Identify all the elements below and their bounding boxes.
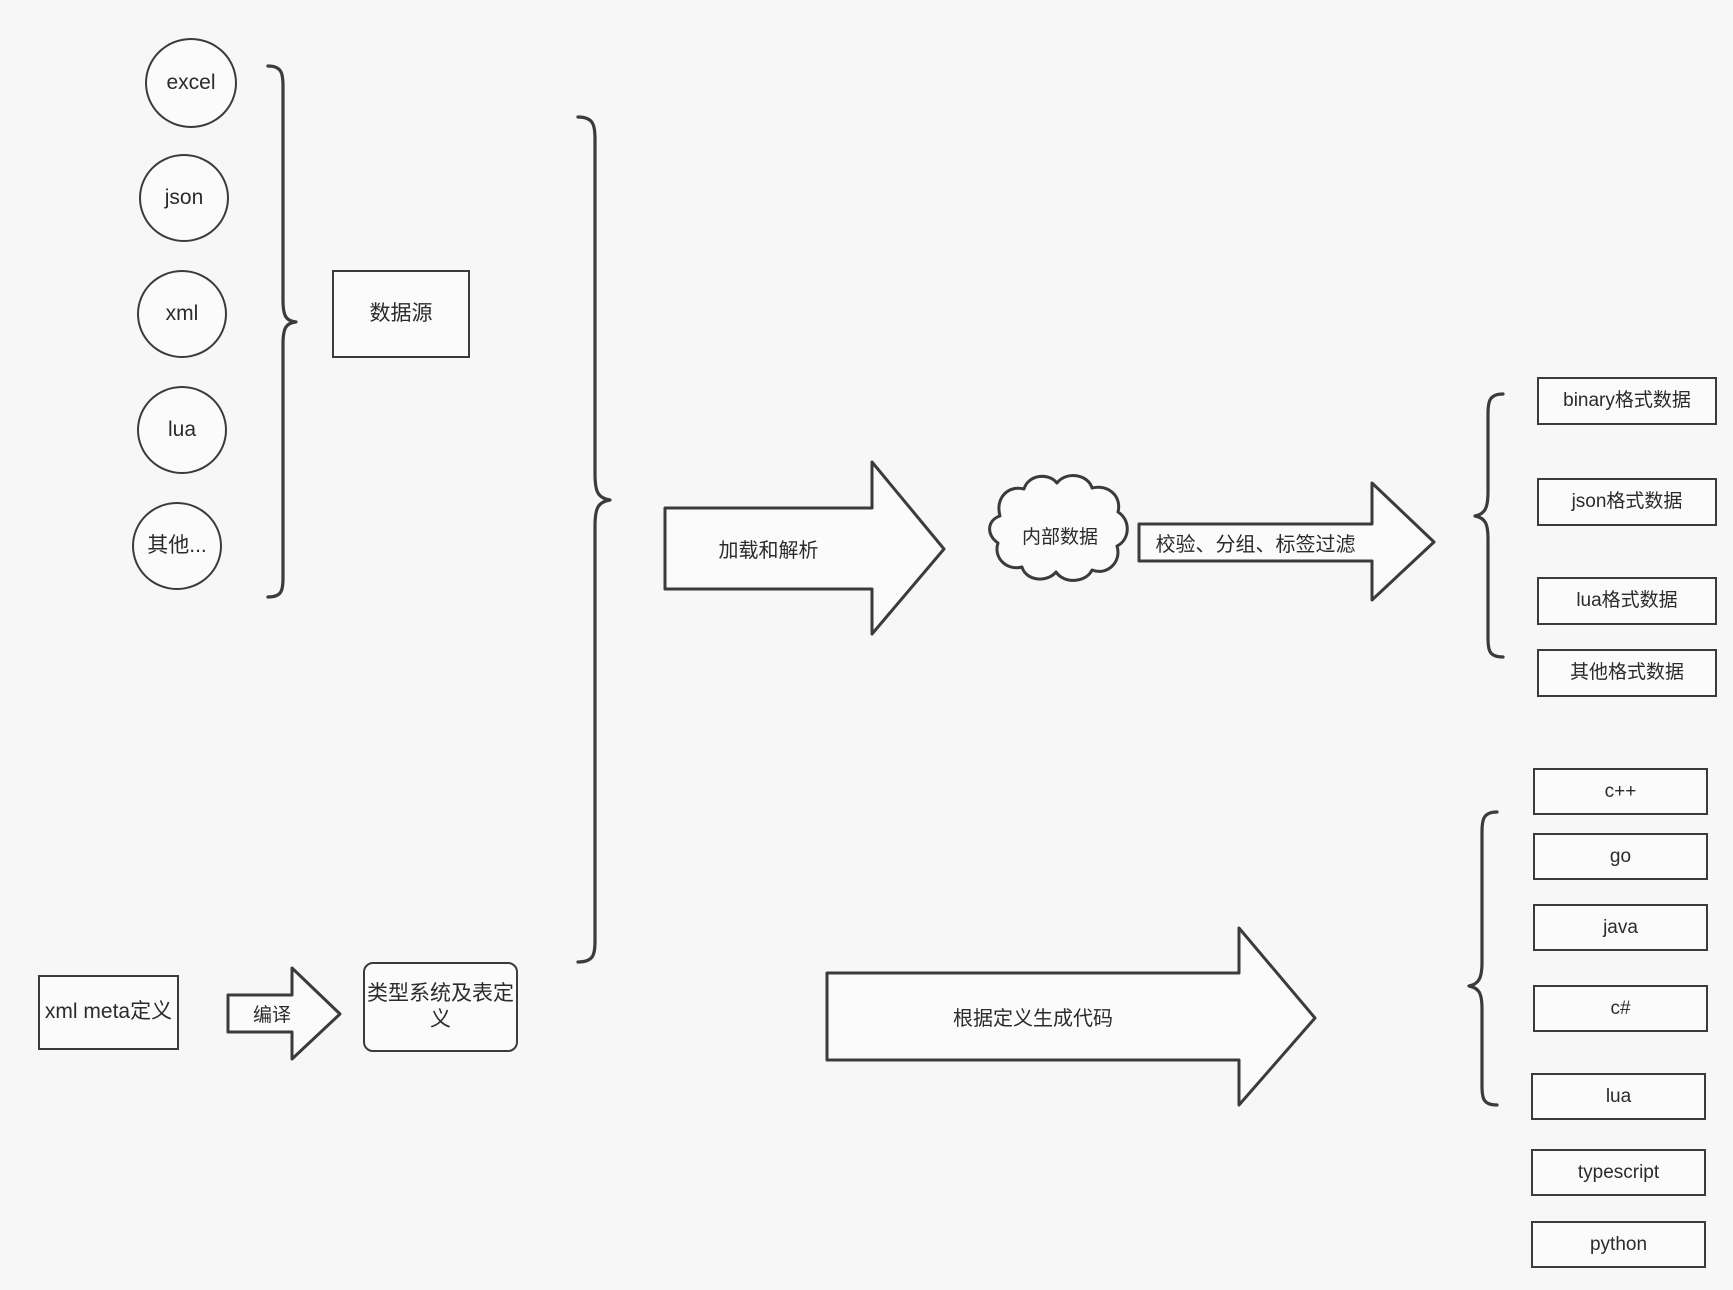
xml-meta-definition-box[interactable]: xml meta定义 [38, 975, 179, 1050]
codegen-lang-typescript[interactable]: typescript [1531, 1149, 1706, 1196]
output-format-lua[interactable]: lua格式数据 [1537, 577, 1717, 625]
codegen-lang-python-label: python [1589, 1233, 1648, 1255]
load-parse-arrow-label: 加载和解析 [718, 540, 819, 562]
compile-arrow-label: 编译 [252, 1005, 291, 1026]
codegen-lang-csharp[interactable]: c# [1533, 985, 1708, 1032]
output-format-other[interactable]: 其他格式数据 [1537, 649, 1717, 697]
codegen-lang-go[interactable]: go [1533, 833, 1708, 880]
codegen-arrow-label: 根据定义生成代码 [953, 1008, 1113, 1030]
pipeline-input-brace [576, 115, 612, 964]
internal-data-cloud-label: 内部数据 [1021, 526, 1098, 548]
type-system-box[interactable]: 类型系统及表定义 [363, 962, 518, 1052]
data-source-other[interactable]: 其他... [132, 502, 222, 590]
data-source-json-label: json [164, 185, 204, 209]
data-source-lua-label: lua [167, 417, 197, 441]
codegen-lang-java-label: java [1603, 916, 1638, 938]
data-source-lua[interactable]: lua [137, 386, 227, 474]
output-formats-brace [1473, 392, 1505, 659]
compile-arrow [226, 966, 342, 1061]
codegen-lang-go-label: go [1609, 845, 1632, 867]
filter-arrow [1137, 481, 1436, 602]
filter-arrow-label: 校验、分组、标签过滤 [1155, 534, 1356, 556]
type-system-label: 类型系统及表定义 [367, 981, 514, 1031]
data-source-xml-label: xml [165, 301, 199, 325]
codegen-lang-java[interactable]: java [1533, 904, 1708, 951]
data-source-excel-label: excel [166, 70, 216, 94]
load-parse-arrow [663, 460, 946, 636]
codegen-arrow [825, 926, 1317, 1107]
codegen-lang-lua-label: lua [1605, 1085, 1632, 1107]
data-source-brace [266, 64, 298, 599]
codegen-lang-typescript-label: typescript [1577, 1161, 1660, 1183]
data-source-group-box[interactable]: 数据源 [332, 270, 470, 358]
data-source-other-label: 其他... [147, 533, 207, 557]
xml-meta-definition-label: xml meta定义 [44, 1000, 173, 1024]
output-format-other-label: 其他格式数据 [1569, 662, 1684, 684]
codegen-lang-cpp-label: c++ [1604, 780, 1637, 802]
data-source-group-label: 数据源 [369, 301, 433, 325]
codegen-lang-csharp-label: c# [1610, 997, 1631, 1019]
output-format-json-label: json格式数据 [1571, 491, 1683, 513]
codegen-lang-python[interactable]: python [1531, 1221, 1706, 1268]
data-source-json[interactable]: json [139, 154, 229, 242]
codegen-lang-cpp[interactable]: c++ [1533, 768, 1708, 815]
data-source-xml[interactable]: xml [137, 270, 227, 358]
output-format-binary-label: binary格式数据 [1563, 390, 1691, 412]
data-source-excel[interactable]: excel [145, 38, 237, 128]
codegen-languages-brace [1467, 810, 1499, 1107]
output-format-binary[interactable]: binary格式数据 [1537, 377, 1717, 425]
output-format-json[interactable]: json格式数据 [1537, 478, 1717, 526]
output-format-lua-label: lua格式数据 [1576, 590, 1678, 612]
codegen-lang-lua[interactable]: lua [1531, 1073, 1706, 1120]
